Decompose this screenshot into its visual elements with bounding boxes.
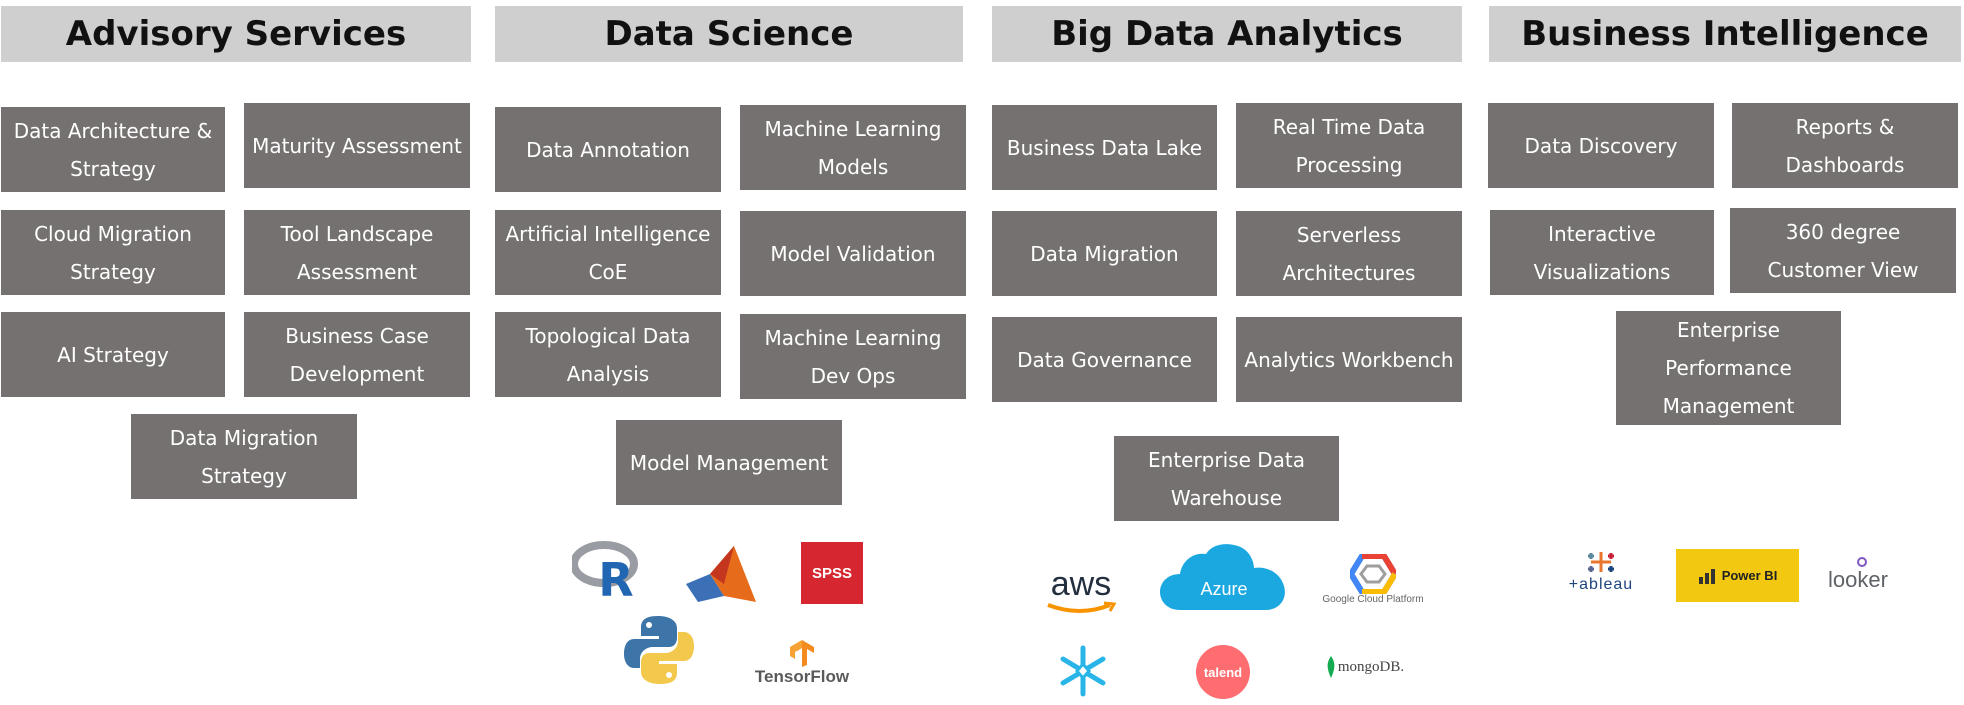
column-data-science: Data Science [495,6,963,62]
azure-logo-label: Azure [1200,578,1248,599]
service-box: Machine Learning Dev Ops [740,314,966,399]
tableau-logo-icon: +ableau [1556,544,1646,598]
spss-logo-label: SPSS [811,564,853,582]
service-box: Business Data Lake [992,105,1217,190]
python-logo-icon [624,614,694,686]
service-box: Cloud Migration Strategy [1,210,225,295]
column-advisory-services: Advisory Services [1,6,471,62]
talend-logo-label: talend [1203,664,1243,680]
service-box: Artificial Intelligence CoE [495,210,721,295]
aws-logo-label: aws [1050,565,1112,603]
service-box: Serverless Architectures [1236,211,1462,296]
column-business-intelligence: Business Intelligence [1489,6,1961,62]
service-box: Model Management [616,420,842,505]
service-box: 360 degree Customer View [1730,208,1956,293]
mongodb-logo-icon: mongoDB. [1322,652,1408,682]
snowflake-logo-icon [1056,644,1110,698]
powerbi-logo-icon: Power BI [1676,549,1799,602]
service-box: Data Architecture & Strategy [1,107,225,192]
gcp-logo-label: Google Cloud Platform [1322,593,1424,605]
aws-logo-icon: aws [1040,562,1122,620]
service-box: Model Validation [740,211,966,296]
google-cloud-platform-icon: Google Cloud Platform [1320,548,1426,610]
r-logo-icon: R [572,540,644,600]
service-box: Enterprise Data Warehouse [1114,436,1339,521]
column-header: Advisory Services [1,6,471,62]
service-box: Data Governance [992,317,1217,402]
tableau-logo-label: +ableau [1568,576,1634,593]
spss-logo-icon: SPSS [801,542,863,604]
column-big-data-analytics: Big Data Analytics [992,6,1462,62]
mongodb-logo-label: mongoDB. [1337,658,1405,675]
column-header: Business Intelligence [1489,6,1961,62]
service-box: Enterprise Performance Management [1616,311,1841,425]
service-box: Interactive Visualizations [1490,210,1714,295]
service-box: Reports & Dashboards [1732,103,1958,188]
service-box: Data Migration [992,211,1217,296]
looker-logo-label: looker [1828,567,1888,592]
service-box: Tool Landscape Assessment [244,210,470,295]
tensorflow-logo-label: TensorFlow [754,667,850,686]
service-box: Machine Learning Models [740,105,966,190]
service-box: Data Discovery [1488,103,1714,188]
looker-logo-icon: looker [1822,556,1894,596]
service-box: Real Time Data Processing [1236,103,1462,188]
column-header: Big Data Analytics [992,6,1462,62]
powerbi-logo-label: Power BI [1721,568,1778,583]
tensorflow-logo-icon: TensorFlow [754,636,850,690]
service-box: Data Migration Strategy [131,414,357,499]
column-header: Data Science [495,6,963,62]
talend-logo-icon: talend [1196,645,1250,699]
service-box: Business Case Development [244,312,470,397]
matlab-logo-icon [684,544,760,610]
service-box: Topological Data Analysis [495,312,721,397]
azure-cloud-icon: Azure [1160,542,1288,614]
service-box: Data Annotation [495,107,721,192]
service-box: AI Strategy [1,312,225,397]
service-box: Analytics Workbench [1236,317,1462,402]
service-box: Maturity Assessment [244,103,470,188]
r-logo-label: R [598,553,633,600]
